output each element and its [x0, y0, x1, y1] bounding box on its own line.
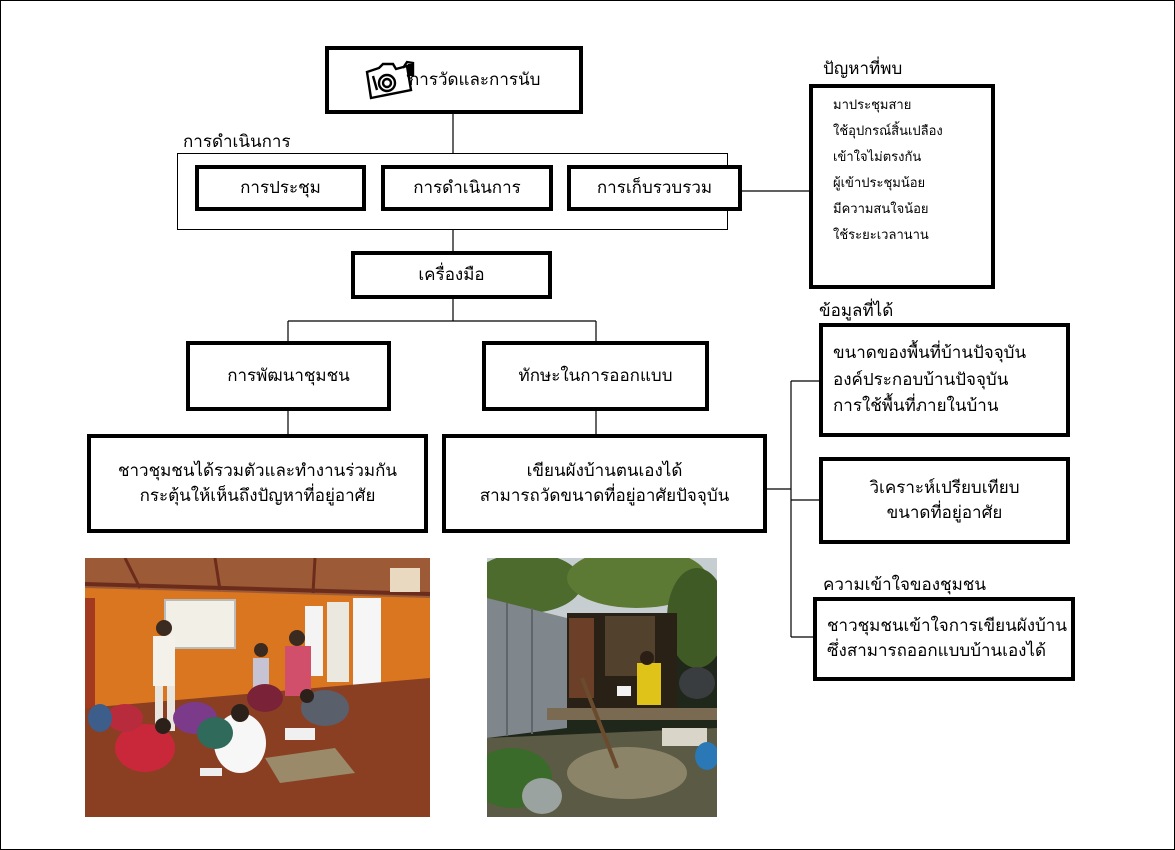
data-obtained-item: การใช้พื้นที่ภายในบ้าน	[833, 396, 999, 417]
data-obtained-box: ขนาดของพื้นที่บ้านปัจจุบัน องค์ประกอบบ้า…	[819, 323, 1070, 437]
understanding-box: ชาวชุมชนเข้าใจการเขียนผังบ้าน ซึ่งสามารถ…	[813, 597, 1075, 681]
analysis-line-1: วิเคราะห์เปรียบเทียบ	[869, 477, 1020, 498]
problem-item: มีความสนใจน้อย	[833, 202, 929, 217]
problems-list: มาประชุมสาย ใช้อุปกรณ์สิ้นเปลือง เข้าใจไ…	[809, 84, 995, 289]
community-development-box: การพัฒนาชุมชน	[186, 341, 391, 411]
data-obtained-heading: ข้อมูลที่ได้	[819, 301, 894, 321]
understanding-heading: ความเข้าใจของชุมชน	[823, 575, 986, 595]
implementation-label: การดำเนินการ	[413, 177, 521, 198]
design-skill-box: ทักษะในการออกแบบ	[482, 341, 709, 411]
problems-heading: ปัญหาที่พบ	[823, 59, 903, 79]
tools-box: เครื่องมือ	[351, 251, 552, 299]
community-result-line-2: กระตุ้นให้เห็นถึงปัญหาที่อยู่อาศัย	[139, 485, 376, 506]
data-obtained-item: ขนาดของพื้นที่บ้านปัจจุบัน	[833, 343, 1027, 364]
problem-item: ผู้เข้าประชุมน้อย	[833, 176, 926, 191]
problem-item: เข้าใจไม่ตรงกัน	[833, 150, 922, 165]
community-result-box: ชาวชุมชนได้รวมตัวและทำงานร่วมกัน กระตุ้น…	[87, 434, 428, 533]
analysis-line-2: ขนาดที่อยู่อาศัย	[886, 502, 1003, 523]
meeting-box: การประชุม	[195, 165, 366, 211]
understanding-line-1: ชาวชุมชนเข้าใจการเขียนผังบ้าน	[827, 616, 1067, 637]
problem-item: ใช้อุปกรณ์สิ้นเปลือง	[833, 124, 943, 139]
problem-item: มาประชุมสาย	[833, 98, 912, 113]
community-development-label: การพัฒนาชุมชน	[227, 365, 350, 386]
operations-heading: การดำเนินการ	[183, 132, 291, 152]
workshop-photo	[85, 558, 430, 817]
design-result-line-1: เขียนผังบ้านตนเองได้	[526, 460, 683, 481]
analysis-box: วิเคราะห์เปรียบเทียบ ขนาดที่อยู่อาศัย	[819, 457, 1070, 544]
meeting-label: การประชุม	[240, 177, 321, 198]
collection-label: การเก็บรวบรวม	[596, 177, 713, 198]
understanding-line-2: ซึ่งสามารถออกแบบบ้านเองได้	[827, 641, 1047, 661]
design-result-box: เขียนผังบ้านตนเองได้ สามารถวัดขนาดที่อยู…	[442, 434, 767, 533]
data-obtained-item: องค์ประกอบบ้านปัจจุบัน	[833, 369, 1009, 390]
design-skill-label: ทักษะในการออกแบบ	[518, 365, 673, 386]
implementation-box: การดำเนินการ	[381, 165, 553, 211]
community-result-line-1: ชาวชุมชนได้รวมตัวและทำงานร่วมกัน	[117, 460, 398, 481]
house-photo	[487, 558, 717, 817]
measurement-box: การวัดและการนับ	[325, 46, 583, 114]
collection-box: การเก็บรวบรวม	[567, 165, 742, 211]
design-result-line-2: สามารถวัดขนาดที่อยู่อาศัยปัจจุบัน	[479, 485, 730, 506]
measurement-title: การวัดและการนับ	[409, 69, 541, 90]
camera-folder-icon	[363, 60, 421, 100]
tools-label: เครื่องมือ	[418, 264, 485, 285]
problem-item: ใช้ระยะเวลานาน	[833, 228, 929, 243]
